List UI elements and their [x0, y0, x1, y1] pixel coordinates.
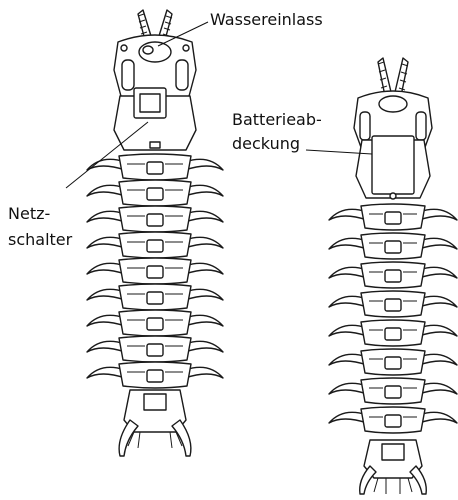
- segment-joint: [385, 299, 401, 311]
- segment-joint: [147, 370, 163, 382]
- battery-cover-label-line2: deckung: [232, 134, 300, 154]
- right-antenna: [395, 58, 408, 96]
- segment-joint: [385, 415, 401, 427]
- body-segment: [87, 206, 223, 232]
- body-segment: [329, 233, 457, 259]
- segment-joint: [385, 212, 401, 224]
- body-segment: [329, 204, 457, 230]
- power-switch-label-line1: Netz-: [8, 204, 50, 224]
- segment-joint: [147, 188, 163, 200]
- segment-joint: [385, 241, 401, 253]
- body-segment: [329, 407, 457, 433]
- segment-joint: [385, 328, 401, 340]
- battery-cover-label-line1: Batterieab-: [232, 110, 322, 130]
- segment-joint: [385, 386, 401, 398]
- body-segment: [329, 262, 457, 288]
- body-segment: [87, 232, 223, 258]
- body-segment: [329, 378, 457, 404]
- segment-joint: [147, 344, 163, 356]
- segment-joint: [147, 214, 163, 226]
- body-segment: [87, 362, 223, 388]
- body-segment: [87, 336, 223, 362]
- body-segments: [87, 154, 223, 388]
- segment-joint: [147, 266, 163, 278]
- body-segments: [329, 204, 457, 433]
- centipede-bottom-view: [329, 58, 457, 494]
- segment-joint: [147, 162, 163, 174]
- power-switch-label-line2: schalter: [8, 230, 72, 250]
- segment-joint: [147, 318, 163, 330]
- thorax: [114, 88, 196, 150]
- water-inlet-label: Wassereinlass: [210, 10, 323, 30]
- battery-cover: [356, 136, 430, 199]
- segment-joint: [385, 270, 401, 282]
- body-segment: [87, 258, 223, 284]
- segment-joint: [147, 292, 163, 304]
- segment-joint: [147, 240, 163, 252]
- segment-joint: [385, 357, 401, 369]
- body-segment: [87, 284, 223, 310]
- body-segment: [87, 180, 223, 206]
- body-segment: [329, 291, 457, 317]
- body-segment: [329, 349, 457, 375]
- body-segment: [329, 320, 457, 346]
- body-segment: [87, 310, 223, 336]
- centipede-top-view: [87, 10, 223, 456]
- left-antenna: [378, 58, 391, 96]
- tail: [360, 440, 427, 494]
- tail: [119, 390, 191, 456]
- body-segment: [87, 154, 223, 180]
